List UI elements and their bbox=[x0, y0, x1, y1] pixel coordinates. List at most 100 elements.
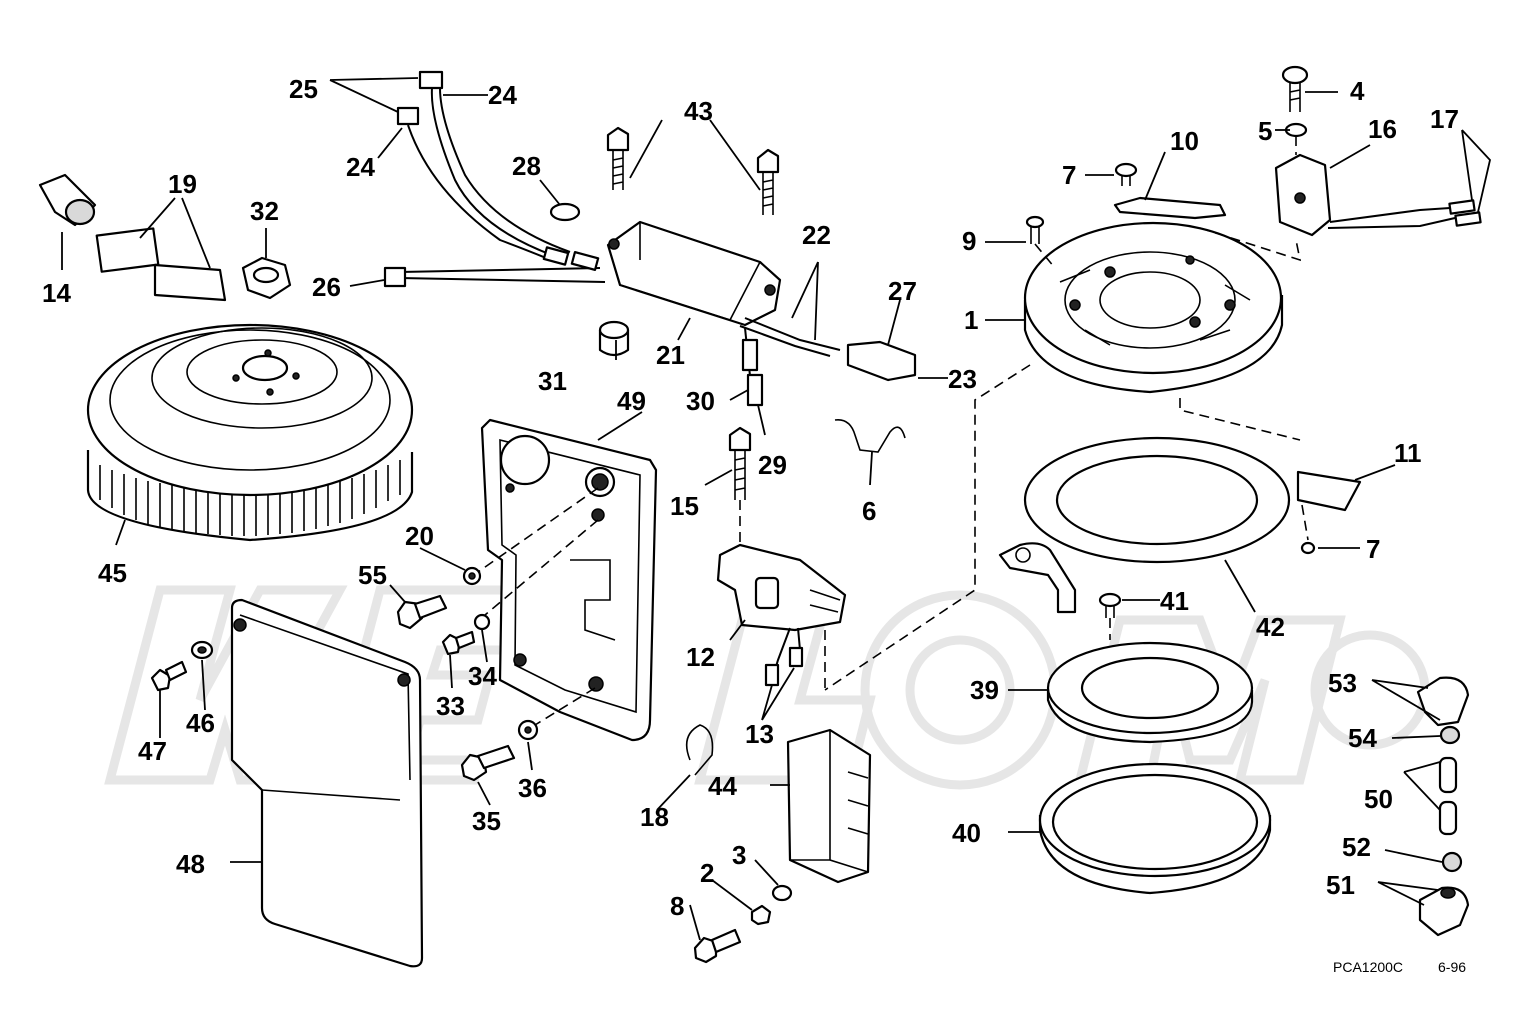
callout-14: 14 bbox=[42, 278, 71, 308]
lead-wires bbox=[739, 317, 917, 407]
boot-part-51 bbox=[1418, 886, 1470, 937]
callout-11: 11 bbox=[1394, 438, 1422, 468]
callout-10: 10 bbox=[1170, 126, 1199, 156]
boot-part-53 bbox=[1416, 676, 1470, 727]
washer-part-46 bbox=[190, 640, 214, 660]
callout-30: 30 bbox=[686, 386, 715, 416]
screw-part-4 bbox=[1281, 65, 1309, 112]
callout-12: 12 bbox=[686, 642, 715, 672]
callout-13: 13 bbox=[745, 719, 774, 749]
power-pack-part-21 bbox=[606, 220, 782, 327]
callout-34: 34 bbox=[468, 661, 497, 691]
callout-52: 52 bbox=[1342, 832, 1371, 862]
callout-15: 15 bbox=[670, 491, 699, 521]
callout-16: 16 bbox=[1368, 114, 1397, 144]
callout-36: 36 bbox=[518, 773, 547, 803]
lockwasher-part-20 bbox=[462, 566, 482, 586]
callout-54: 54 bbox=[1348, 723, 1377, 753]
screw-part-47 bbox=[150, 660, 188, 692]
callout-45: 45 bbox=[98, 558, 127, 588]
callout-41: 41 bbox=[1160, 586, 1189, 616]
ring-part-40 bbox=[1038, 762, 1272, 895]
callout-47: 47 bbox=[138, 736, 167, 766]
screw-part-33 bbox=[441, 630, 476, 656]
clip-part-10 bbox=[1113, 196, 1227, 220]
shim-part-11 bbox=[1296, 470, 1362, 512]
callout-labels: 25 24 24 43 28 19 32 14 26 22 27 21 31 2… bbox=[42, 74, 1459, 921]
spring-part-52 bbox=[1441, 851, 1463, 873]
callout-42: 42 bbox=[1256, 612, 1285, 642]
callout-50: 50 bbox=[1364, 784, 1393, 814]
screw-part-7-bottom bbox=[1300, 541, 1316, 555]
callout-7-top: 7 bbox=[1062, 160, 1076, 190]
callout-24-lower: 24 bbox=[346, 152, 375, 182]
ring-part-39 bbox=[1046, 641, 1254, 744]
screw-part-7-top bbox=[1114, 162, 1138, 186]
callout-6: 6 bbox=[862, 496, 876, 526]
callout-20: 20 bbox=[405, 521, 434, 551]
callout-7-bottom: 7 bbox=[1366, 534, 1380, 564]
connector-part-14 bbox=[38, 173, 97, 227]
hose-part-19 bbox=[95, 227, 227, 302]
rectifier-part-44 bbox=[786, 728, 872, 884]
screw-part-43a bbox=[606, 126, 630, 190]
callout-19: 19 bbox=[168, 169, 197, 199]
callout-29: 29 bbox=[758, 450, 787, 480]
lockwasher-part-34 bbox=[473, 613, 491, 631]
callout-24-upper: 24 bbox=[488, 80, 517, 110]
ring-part-42 bbox=[998, 436, 1291, 614]
callout-40: 40 bbox=[952, 818, 981, 848]
callout-17: 17 bbox=[1430, 104, 1459, 134]
callout-22: 22 bbox=[802, 220, 831, 250]
clip-part-6 bbox=[834, 418, 906, 453]
callout-2: 2 bbox=[700, 858, 714, 888]
washer-part-2 bbox=[750, 904, 772, 926]
callout-35: 35 bbox=[472, 806, 501, 836]
callout-43: 43 bbox=[684, 96, 713, 126]
callout-48: 48 bbox=[176, 849, 205, 879]
sleeve-part-50 bbox=[1438, 756, 1458, 836]
drawing-date: 6-96 bbox=[1438, 959, 1466, 975]
nut-part-32 bbox=[241, 256, 292, 300]
screw-part-41 bbox=[1098, 592, 1122, 618]
callout-5: 5 bbox=[1258, 116, 1272, 146]
callout-9: 9 bbox=[962, 226, 976, 256]
callout-27: 27 bbox=[888, 276, 917, 306]
armature-plate-part-1 bbox=[1023, 221, 1284, 394]
screw-part-9 bbox=[1025, 215, 1045, 244]
callout-23: 23 bbox=[948, 364, 977, 394]
lead-wires-13 bbox=[764, 627, 804, 687]
callout-21: 21 bbox=[656, 340, 685, 370]
screw-part-43b bbox=[756, 148, 780, 215]
flywheel-part-45 bbox=[86, 323, 414, 542]
lockwasher-part-36 bbox=[517, 719, 539, 741]
drawing-code: PCA1200C bbox=[1333, 959, 1403, 975]
callout-53: 53 bbox=[1328, 668, 1357, 698]
callout-18: 18 bbox=[640, 802, 669, 832]
callout-33: 33 bbox=[436, 691, 465, 721]
callout-49: 49 bbox=[617, 386, 646, 416]
callout-44: 44 bbox=[708, 771, 737, 801]
leader-lines bbox=[61, 77, 1491, 941]
clamp-part-18 bbox=[685, 724, 714, 776]
bolt-part-35 bbox=[460, 744, 516, 782]
callout-51: 51 bbox=[1326, 870, 1355, 900]
callout-28: 28 bbox=[512, 151, 541, 181]
callout-25: 25 bbox=[289, 74, 318, 104]
washer-part-3 bbox=[771, 884, 793, 902]
screw-part-15 bbox=[728, 426, 752, 500]
alignment-lines bbox=[477, 136, 1309, 726]
screw-part-8 bbox=[693, 928, 742, 964]
callout-39: 39 bbox=[970, 675, 999, 705]
cover-part-48 bbox=[230, 598, 424, 968]
spring-part-54 bbox=[1439, 725, 1461, 745]
callout-32: 32 bbox=[250, 196, 279, 226]
sensor-part-16 bbox=[1274, 153, 1332, 237]
callout-26: 26 bbox=[312, 272, 341, 302]
callout-46: 46 bbox=[186, 708, 215, 738]
callout-4: 4 bbox=[1350, 76, 1365, 106]
callout-1: 1 bbox=[964, 305, 978, 335]
spacer-part-31 bbox=[598, 320, 630, 357]
callout-3: 3 bbox=[732, 840, 746, 870]
